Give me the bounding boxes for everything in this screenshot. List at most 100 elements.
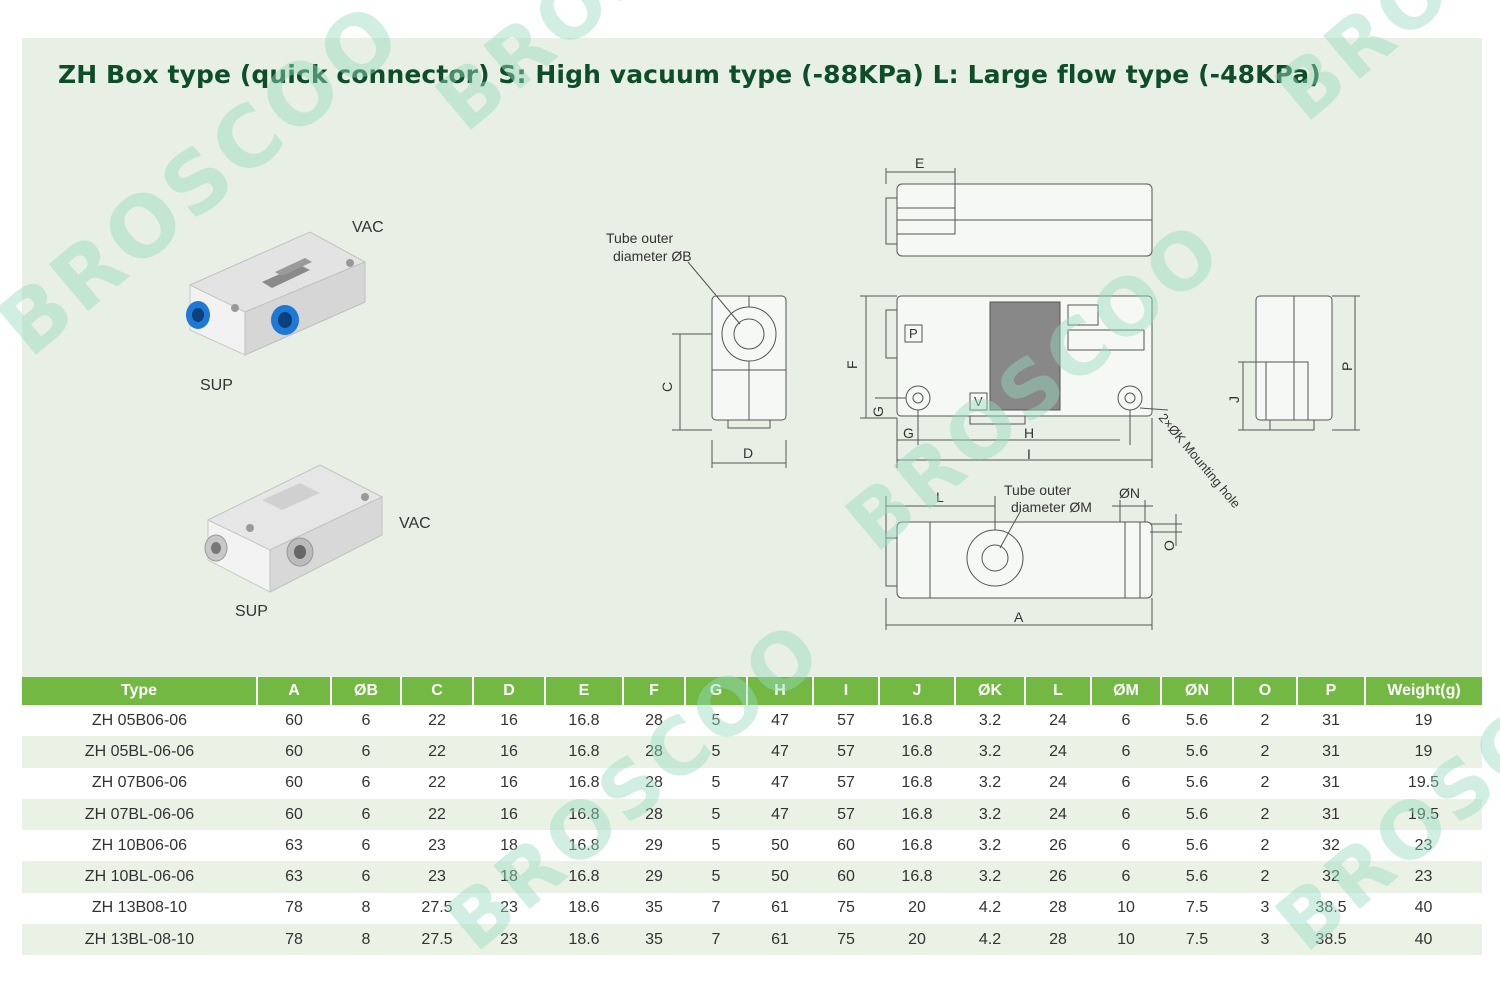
value-cell: 7 (685, 892, 747, 925)
value-cell: 31 (1297, 705, 1365, 737)
value-cell: 60 (257, 705, 331, 737)
value-cell: 23 (1365, 830, 1482, 862)
dim-a: A (1014, 609, 1024, 625)
column-header: L (1024, 677, 1091, 705)
type-cell: ZH 05B06-06 (22, 705, 257, 737)
column-header: O (1232, 677, 1297, 705)
value-cell: 5 (685, 767, 747, 799)
value-cell: 20 (879, 892, 955, 925)
column-header: A (256, 677, 331, 705)
value-cell: 40 (1365, 924, 1482, 956)
column-header: C (400, 677, 473, 705)
value-cell: 5.6 (1161, 861, 1233, 893)
value-cell: 16.8 (879, 798, 955, 831)
value-cell: 26 (1025, 830, 1091, 862)
tube-b-label-1: Tube outer (606, 230, 674, 246)
value-cell: 18.6 (545, 924, 623, 956)
value-cell: 7.5 (1161, 892, 1233, 925)
column-header: ØK (954, 677, 1025, 705)
value-cell: 6 (331, 767, 401, 799)
value-cell: 8 (331, 892, 401, 925)
type-cell: ZH 13BL-08-10 (22, 924, 257, 956)
value-cell: 60 (813, 830, 879, 862)
value-cell: 10 (1091, 892, 1161, 925)
value-cell: 16.8 (879, 736, 955, 768)
dim-o: O (1161, 540, 1177, 551)
column-header: E (544, 677, 623, 705)
dim-n: ØN (1119, 485, 1140, 501)
value-cell: 63 (257, 830, 331, 862)
value-cell: 31 (1297, 798, 1365, 831)
value-cell: 6 (331, 705, 401, 737)
value-cell: 75 (813, 892, 879, 925)
value-cell: 23 (401, 830, 473, 862)
value-cell: 57 (813, 705, 879, 737)
product-image-top (186, 231, 367, 356)
value-cell: 5 (685, 830, 747, 862)
sup-label-bottom: SUP (235, 603, 268, 620)
value-cell: 3 (1233, 924, 1297, 956)
value-cell: 60 (813, 861, 879, 893)
sup-label-top: SUP (200, 377, 233, 394)
value-cell: 6 (1091, 861, 1161, 893)
mounting-hole-label: 2×ØK Mounting hole (1156, 410, 1244, 511)
product-illustrations (186, 231, 384, 593)
value-cell: 6 (1091, 798, 1161, 831)
top-view (885, 168, 1153, 257)
value-cell: 35 (623, 924, 685, 956)
value-cell: 16 (473, 798, 545, 831)
value-cell: 5 (685, 705, 747, 737)
value-cell: 29 (623, 861, 685, 893)
value-cell: 5 (685, 798, 747, 831)
value-cell: 19 (1365, 736, 1482, 768)
side-view-left (672, 261, 787, 468)
dim-d: D (743, 445, 753, 461)
value-cell: 28 (623, 767, 685, 799)
value-cell: 16.8 (545, 861, 623, 893)
type-cell: ZH 07B06-06 (22, 767, 257, 799)
tube-m-label-2: diameter ØM (1011, 499, 1092, 515)
value-cell: 3 (1233, 892, 1297, 925)
value-cell: 31 (1297, 767, 1365, 799)
type-cell: ZH 07BL-06-06 (22, 798, 257, 831)
value-cell: 6 (1091, 767, 1161, 799)
dim-l: L (936, 489, 944, 505)
value-cell: 6 (331, 798, 401, 831)
column-header: G (684, 677, 747, 705)
value-cell: 22 (401, 705, 473, 737)
port-v-label: V (974, 394, 983, 409)
value-cell: 50 (747, 830, 813, 862)
value-cell: 16.8 (879, 705, 955, 737)
side-view-right (1238, 295, 1360, 431)
value-cell: 2 (1233, 736, 1297, 768)
column-header: Type (22, 677, 257, 705)
value-cell: 2 (1233, 830, 1297, 862)
column-header: Weight(g) (1364, 677, 1482, 705)
column-header: F (622, 677, 685, 705)
bottom-view (885, 496, 1182, 630)
value-cell: 6 (331, 861, 401, 893)
value-cell: 4.2 (955, 924, 1025, 956)
value-cell: 16.8 (879, 861, 955, 893)
type-cell: ZH 05BL-06-06 (22, 736, 257, 768)
value-cell: 5.6 (1161, 736, 1233, 768)
value-cell: 78 (257, 924, 331, 956)
front-view (860, 295, 1169, 468)
value-cell: 47 (747, 705, 813, 737)
value-cell: 2 (1233, 798, 1297, 831)
value-cell: 2 (1233, 705, 1297, 737)
value-cell: 32 (1297, 861, 1365, 893)
dim-c: C (659, 382, 675, 392)
value-cell: 27.5 (401, 924, 473, 956)
value-cell: 38.5 (1297, 892, 1365, 925)
value-cell: 57 (813, 767, 879, 799)
value-cell: 57 (813, 798, 879, 831)
dim-e: E (915, 155, 924, 171)
value-cell: 18 (473, 861, 545, 893)
value-cell: 5 (685, 861, 747, 893)
value-cell: 57 (813, 736, 879, 768)
